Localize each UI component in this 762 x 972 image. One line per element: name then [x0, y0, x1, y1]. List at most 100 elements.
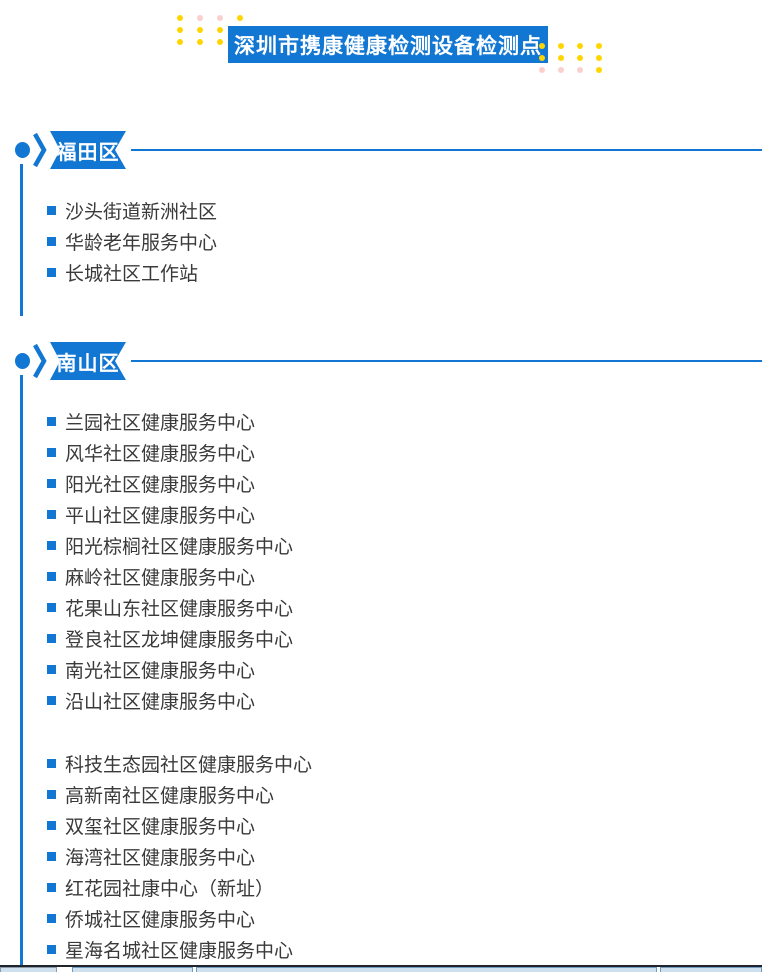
location-group: 科技生态园社区健康服务中心高新南社区健康服务中心双玺社区健康服务中心海湾社区健康… — [47, 748, 762, 965]
list-item: 花果山东社区健康服务中心 — [47, 592, 762, 623]
dot-grid-left — [177, 15, 257, 51]
yellow-decor-dot — [596, 43, 602, 49]
yellow-decor-dot — [558, 55, 564, 61]
circle-marker-icon — [15, 142, 30, 158]
location-label: 长城社区工作站 — [65, 263, 199, 285]
location-label: 华龄老年服务中心 — [65, 232, 218, 254]
bullet-square-icon — [47, 541, 56, 550]
section-divider-line — [131, 360, 762, 362]
list-item: 沙头街道新洲社区 — [47, 195, 762, 226]
list-item: 华龄老年服务中心 — [47, 226, 762, 257]
bullet-square-icon — [47, 510, 56, 519]
bullet-square-icon — [47, 759, 56, 768]
bullet-square-icon — [47, 572, 56, 581]
district-section-header: 福田区 — [0, 131, 762, 169]
list-item: 高新南社区健康服务中心 — [47, 779, 762, 810]
list-item: 长城社区工作站 — [47, 257, 762, 288]
section-vertical-line — [20, 164, 23, 316]
yellow-decor-dot — [197, 39, 203, 45]
bullet-square-icon — [47, 603, 56, 612]
section-divider-line — [131, 149, 762, 151]
circle-marker-icon — [15, 353, 30, 369]
yellow-decor-dot — [197, 27, 203, 33]
bullet-square-icon — [47, 945, 56, 954]
yellow-decor-dot — [177, 15, 183, 21]
bullet-square-icon — [47, 417, 56, 426]
bullet-square-icon — [47, 821, 56, 830]
cutoff-table-cell — [660, 967, 762, 972]
location-label: 双玺社区健康服务中心 — [65, 816, 256, 838]
cutoff-table-cell — [0, 967, 57, 972]
yellow-decor-dot — [558, 43, 564, 49]
location-label: 阳光社区健康服务中心 — [65, 474, 256, 496]
location-label: 麻岭社区健康服务中心 — [65, 567, 256, 589]
district-banner: 南山区 — [50, 342, 126, 380]
bullet-square-icon — [47, 883, 56, 892]
list-item: 双玺社区健康服务中心 — [47, 810, 762, 841]
header: 深圳市携康健康检测设备检测点 — [0, 0, 762, 131]
list-item: 红花园社康中心（新址） — [47, 872, 762, 903]
yellow-decor-dot — [596, 55, 602, 61]
district-section: 南山区 兰园社区健康服务中心风华社区健康服务中心阳光社区健康服务中心平山社区健康… — [0, 342, 762, 972]
yellow-decor-dot — [217, 27, 223, 33]
bullet-square-icon — [47, 268, 56, 277]
empty-dot-cell — [237, 39, 243, 45]
yellow-decor-dot — [539, 55, 545, 61]
list-item: 风华社区健康服务中心 — [47, 437, 762, 468]
list-item: 南光社区健康服务中心 — [47, 654, 762, 685]
pink-decor-dot — [217, 15, 223, 21]
yellow-decor-dot — [237, 15, 243, 21]
district-banner: 福田区 — [50, 131, 126, 169]
chevron-right-icon — [33, 132, 47, 168]
yellow-decor-dot — [217, 39, 223, 45]
bullet-square-icon — [47, 914, 56, 923]
district-section: 福田区 沙头街道新洲社区华龄老年服务中心长城社区工作站 — [0, 131, 762, 342]
cutoff-table-border — [0, 965, 762, 967]
cutoff-table-cells — [0, 967, 762, 972]
cutoff-table-cell — [196, 967, 657, 972]
location-label: 风华社区健康服务中心 — [65, 443, 256, 465]
location-group: 兰园社区健康服务中心风华社区健康服务中心阳光社区健康服务中心平山社区健康服务中心… — [47, 406, 762, 716]
pink-decor-dot — [558, 67, 564, 73]
list-item: 海湾社区健康服务中心 — [47, 841, 762, 872]
location-label: 沿山社区健康服务中心 — [65, 691, 256, 713]
location-groups: 兰园社区健康服务中心风华社区健康服务中心阳光社区健康服务中心平山社区健康服务中心… — [47, 406, 762, 965]
bullet-square-icon — [47, 790, 56, 799]
location-label: 星海名城社区健康服务中心 — [65, 940, 294, 962]
list-item: 平山社区健康服务中心 — [47, 499, 762, 530]
district-name: 福田区 — [56, 139, 120, 164]
yellow-decor-dot — [539, 43, 545, 49]
district-name: 南山区 — [56, 350, 120, 375]
location-label: 海湾社区健康服务中心 — [65, 847, 256, 869]
section-vertical-line — [20, 375, 23, 972]
location-label: 科技生态园社区健康服务中心 — [65, 754, 313, 776]
list-item: 侨城社区健康服务中心 — [47, 903, 762, 934]
bullet-square-icon — [47, 448, 56, 457]
location-label: 红花园社康中心（新址） — [65, 878, 275, 900]
pink-decor-dot — [539, 67, 545, 73]
list-item: 星海名城社区健康服务中心 — [47, 934, 762, 965]
yellow-decor-dot — [577, 55, 583, 61]
bullet-square-icon — [47, 634, 56, 643]
list-item: 沿山社区健康服务中心 — [47, 685, 762, 716]
location-label: 高新南社区健康服务中心 — [65, 785, 275, 807]
list-item: 阳光棕榈社区健康服务中心 — [47, 530, 762, 561]
list-item: 科技生态园社区健康服务中心 — [47, 748, 762, 779]
location-groups: 沙头街道新洲社区华龄老年服务中心长城社区工作站 — [47, 195, 762, 288]
location-label: 沙头街道新洲社区 — [65, 201, 218, 223]
list-item: 阳光社区健康服务中心 — [47, 468, 762, 499]
yellow-decor-dot — [177, 27, 183, 33]
yellow-decor-dot — [596, 67, 602, 73]
bullet-square-icon — [47, 237, 56, 246]
bullet-square-icon — [47, 479, 56, 488]
dot-grid-right — [539, 43, 615, 79]
district-section-header: 南山区 — [0, 342, 762, 380]
yellow-decor-dot — [577, 43, 583, 49]
list-item: 登良社区龙坤健康服务中心 — [47, 623, 762, 654]
location-label: 阳光棕榈社区健康服务中心 — [65, 536, 294, 558]
pink-decor-dot — [577, 67, 583, 73]
location-label: 花果山东社区健康服务中心 — [65, 598, 294, 620]
location-label: 登良社区龙坤健康服务中心 — [65, 629, 294, 651]
cutoff-table — [0, 965, 762, 972]
location-group: 沙头街道新洲社区华龄老年服务中心长城社区工作站 — [47, 195, 762, 288]
